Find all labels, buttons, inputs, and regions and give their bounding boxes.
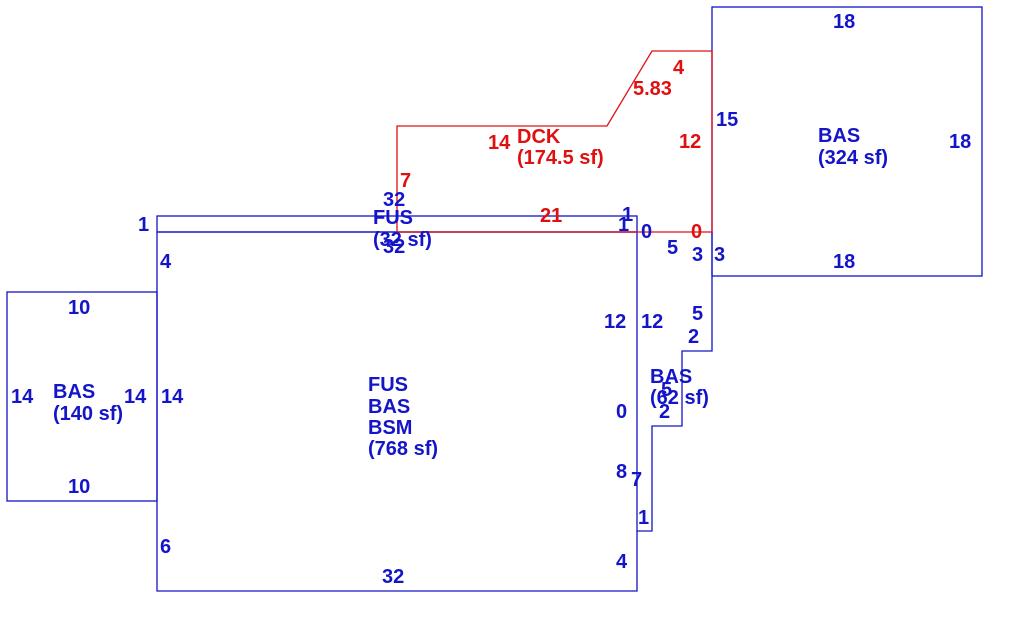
dim-label: 32 — [383, 189, 405, 211]
area-label-fus-strip: FUS (32 sf) — [373, 207, 432, 251]
dim-label: 10 — [68, 297, 90, 319]
area-line: (62 sf) — [650, 387, 709, 409]
dim-label: 12 — [604, 311, 626, 333]
dim-label: 4 — [160, 251, 172, 273]
main-fus-bas-bsm-outline — [157, 231, 713, 532]
dim-label: 12 — [641, 311, 663, 333]
dim-label: 5 — [667, 237, 678, 259]
dim-label: 18 — [949, 131, 971, 153]
dim-label: 10 — [68, 476, 90, 498]
area-line: (32 sf) — [373, 229, 432, 251]
area-label-main: FUS BAS BSM (768 sf) — [368, 374, 438, 460]
dim-label: 2 — [659, 401, 670, 423]
dim-label: 18 — [833, 251, 855, 273]
dim-label: 4 — [673, 57, 685, 79]
deck-polygon — [396, 50, 713, 233]
dim-label: 3 — [714, 244, 725, 266]
dim-label: 1 — [138, 214, 149, 236]
building-outlines — [6, 6, 983, 592]
area-line: BAS — [650, 366, 692, 388]
dim-label: 15 — [716, 109, 738, 131]
dim-label: 1 — [622, 204, 633, 226]
dim-label: 14 — [124, 386, 147, 408]
dim-label: 3 — [692, 244, 703, 266]
dim-label: 1 — [618, 214, 629, 236]
dim-label: 2 — [688, 326, 699, 348]
dim-label: 4 — [616, 551, 628, 573]
dim-label: 32 — [383, 236, 405, 258]
area-line: (174.5 sf) — [517, 147, 604, 169]
dim-label: 32 — [382, 566, 404, 588]
dim-label: 0 — [616, 401, 627, 423]
area-line: BAS — [818, 125, 860, 147]
dim-label: 7 — [400, 170, 411, 192]
bas-left-outline — [6, 291, 158, 502]
dimension-labels: 32 4 14 6 12 0 8 4 10 10 14 14 18 18 18 … — [11, 11, 971, 588]
dim-label: 0 — [641, 221, 652, 243]
dim-label: 18 — [833, 11, 855, 33]
dim-label: 14 — [488, 132, 511, 154]
dim-label: 7 — [631, 469, 642, 491]
dim-label: 5 — [661, 379, 672, 401]
dim-label: 14 — [161, 386, 184, 408]
area-line: BSM — [368, 417, 412, 439]
dim-label: 14 — [11, 386, 34, 408]
dim-label: 6 — [160, 536, 171, 558]
area-label-deck: DCK (174.5 sf) — [517, 126, 604, 169]
dim-label: 12 — [679, 131, 701, 153]
dim-label: 0 — [691, 221, 702, 243]
area-line: (768 sf) — [368, 438, 438, 460]
area-label-bas-small: BAS (62 sf) — [650, 366, 709, 409]
area-label-bas-right: BAS (324 sf) — [818, 125, 888, 169]
dim-label: 8 — [616, 461, 627, 483]
area-line: BAS — [368, 396, 410, 418]
area-line: BAS — [53, 381, 95, 403]
dim-label: 5 — [692, 303, 703, 325]
area-line: (140 sf) — [53, 403, 123, 425]
area-line: (324 sf) — [818, 147, 888, 169]
dim-label: 1 — [638, 507, 649, 529]
deck-dimension-labels: 7 14 5.83 4 12 21 0 — [400, 57, 702, 243]
dim-label: 21 — [540, 205, 562, 227]
dim-label: 5.83 — [633, 78, 672, 100]
deck-outline — [396, 50, 713, 233]
area-label-bas-left: BAS (140 sf) — [53, 381, 123, 425]
area-line: FUS — [373, 207, 413, 229]
area-line: DCK — [517, 126, 561, 148]
area-line: FUS — [368, 374, 408, 396]
